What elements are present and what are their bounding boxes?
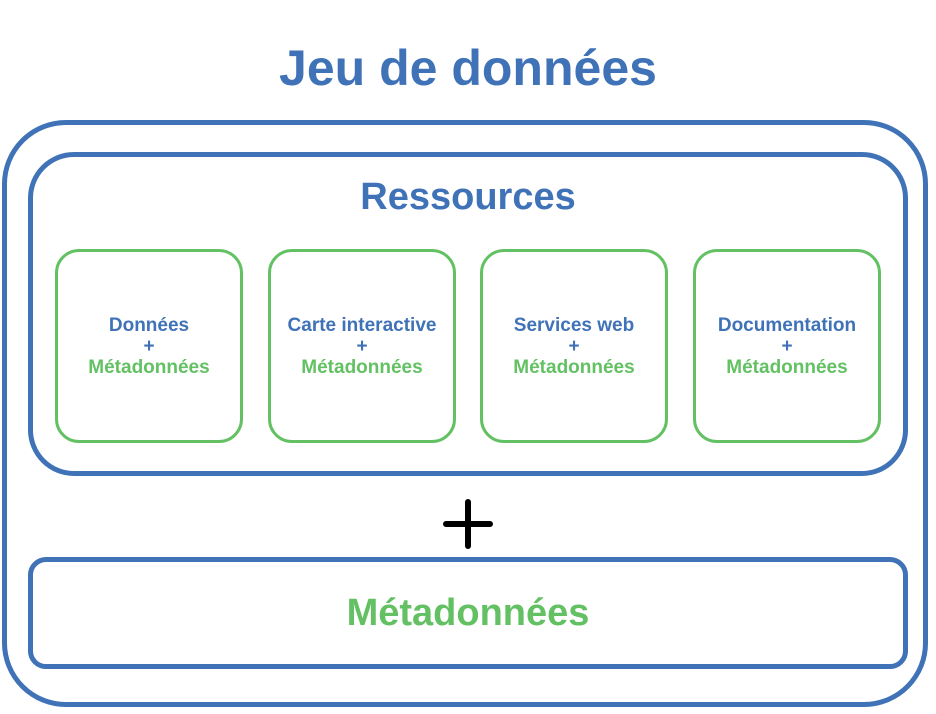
resource-plus: + <box>781 335 793 357</box>
dataset-container <box>2 120 928 707</box>
resource-plus: + <box>356 335 368 357</box>
resource-name: Services web <box>513 314 635 336</box>
resource-name: Documentation <box>717 314 857 336</box>
resource-metadata: Métadonnées <box>88 356 210 378</box>
resource-plus: + <box>143 335 155 357</box>
resources-title: Ressources <box>360 176 576 218</box>
metadata-container: Métadonnées <box>28 557 908 669</box>
diagram-title: Jeu de données <box>279 40 657 96</box>
resource-metadata: Métadonnées <box>513 356 635 378</box>
resource-metadata: Métadonnées <box>301 356 423 378</box>
resource-name: Données <box>108 314 190 336</box>
resource-metadata: Métadonnées <box>726 356 848 378</box>
resources-container <box>28 152 908 476</box>
plus-icon <box>443 499 493 549</box>
metadata-label: Métadonnées <box>346 592 590 634</box>
resource-name: Carte interactive <box>287 314 437 336</box>
resource-donnees: Données + Métadonnées <box>55 249 243 443</box>
resource-services-web: Services web + Métadonnées <box>480 249 668 443</box>
resource-documentation: Documentation + Métadonnées <box>693 249 881 443</box>
resource-plus: + <box>568 335 580 357</box>
resource-carte-interactive: Carte interactive + Métadonnées <box>268 249 456 443</box>
